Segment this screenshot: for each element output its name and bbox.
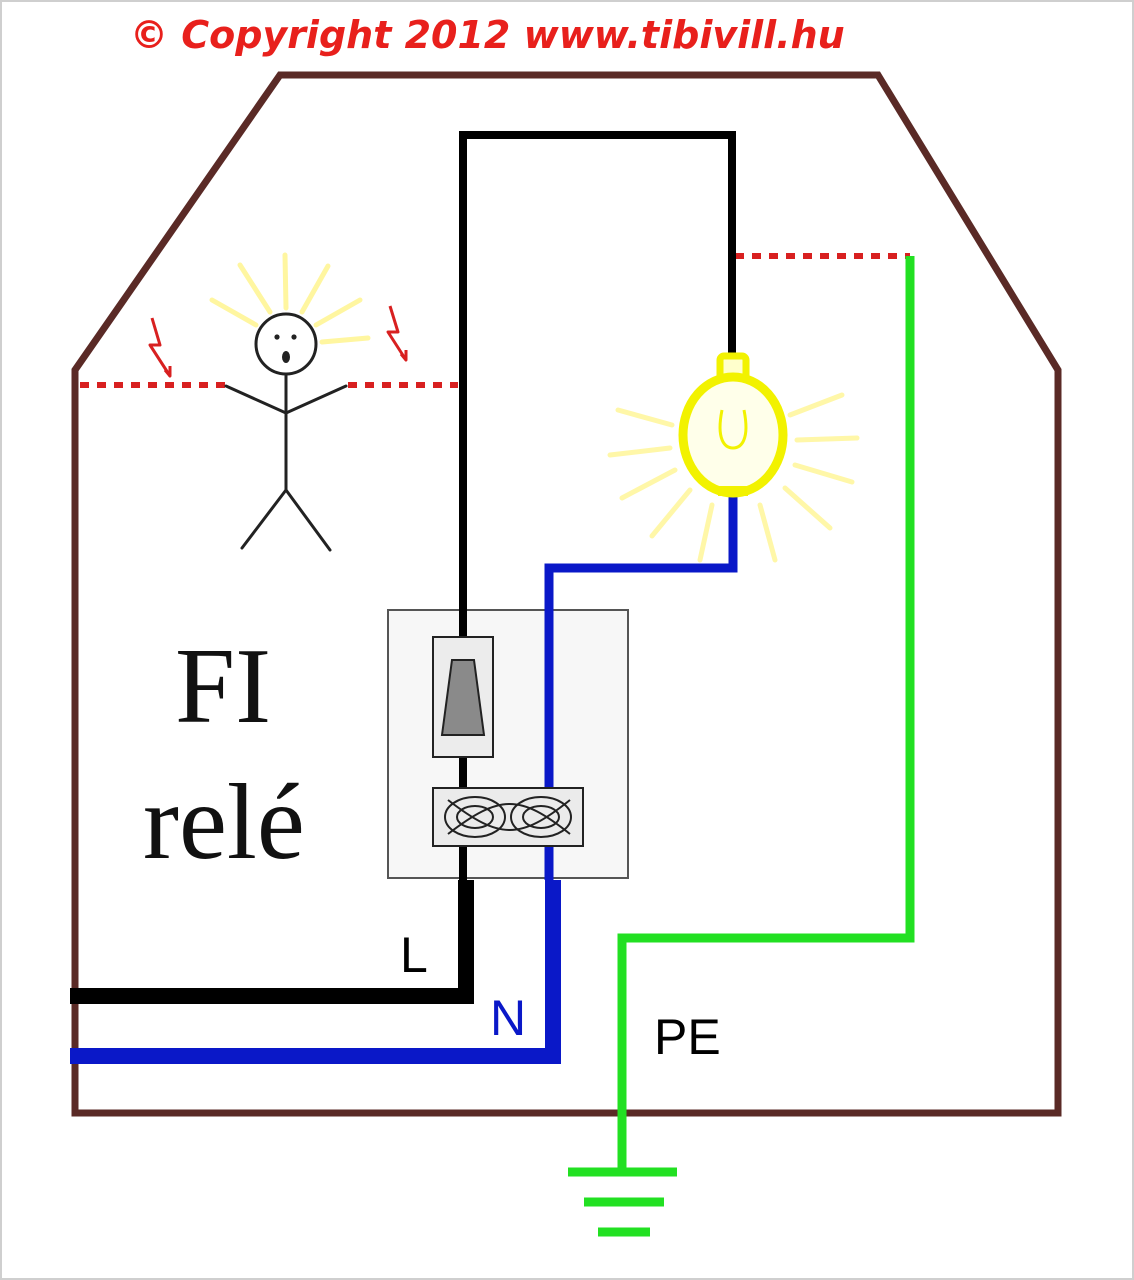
- stick-figure-head: [254, 312, 318, 376]
- relay-sensing-coil: [432, 787, 584, 847]
- neutral-wire-thin: [544, 490, 738, 880]
- relay-switch: [432, 636, 494, 758]
- light-bulb-icon: [678, 352, 788, 498]
- copyright-text: © Copyright 2012 www.tibivill.hu: [130, 13, 845, 57]
- fault-current-lines: [80, 253, 910, 388]
- wire-label-neutral: N: [490, 990, 526, 1046]
- earth-wire-pe: [617, 256, 915, 1168]
- device-label-rele: relé: [143, 763, 305, 882]
- wire-label-live: L: [400, 927, 428, 983]
- neutral-wire-thick: [70, 880, 561, 1064]
- wire-label-earth: PE: [654, 1009, 721, 1065]
- stick-figure-icon: [224, 312, 348, 552]
- person-glow-rays: [209, 252, 371, 345]
- device-label-fi: FI: [175, 627, 271, 746]
- lightning-bolt-icon: [148, 317, 172, 378]
- live-wire-thin: [459, 131, 736, 880]
- earth-ground-icon: [568, 1167, 677, 1237]
- lamp-glow-rays: [607, 392, 860, 563]
- lightning-bolt-icon: [386, 305, 408, 362]
- house-outline: [71, 71, 1062, 1117]
- live-wire-thick: [70, 880, 474, 1004]
